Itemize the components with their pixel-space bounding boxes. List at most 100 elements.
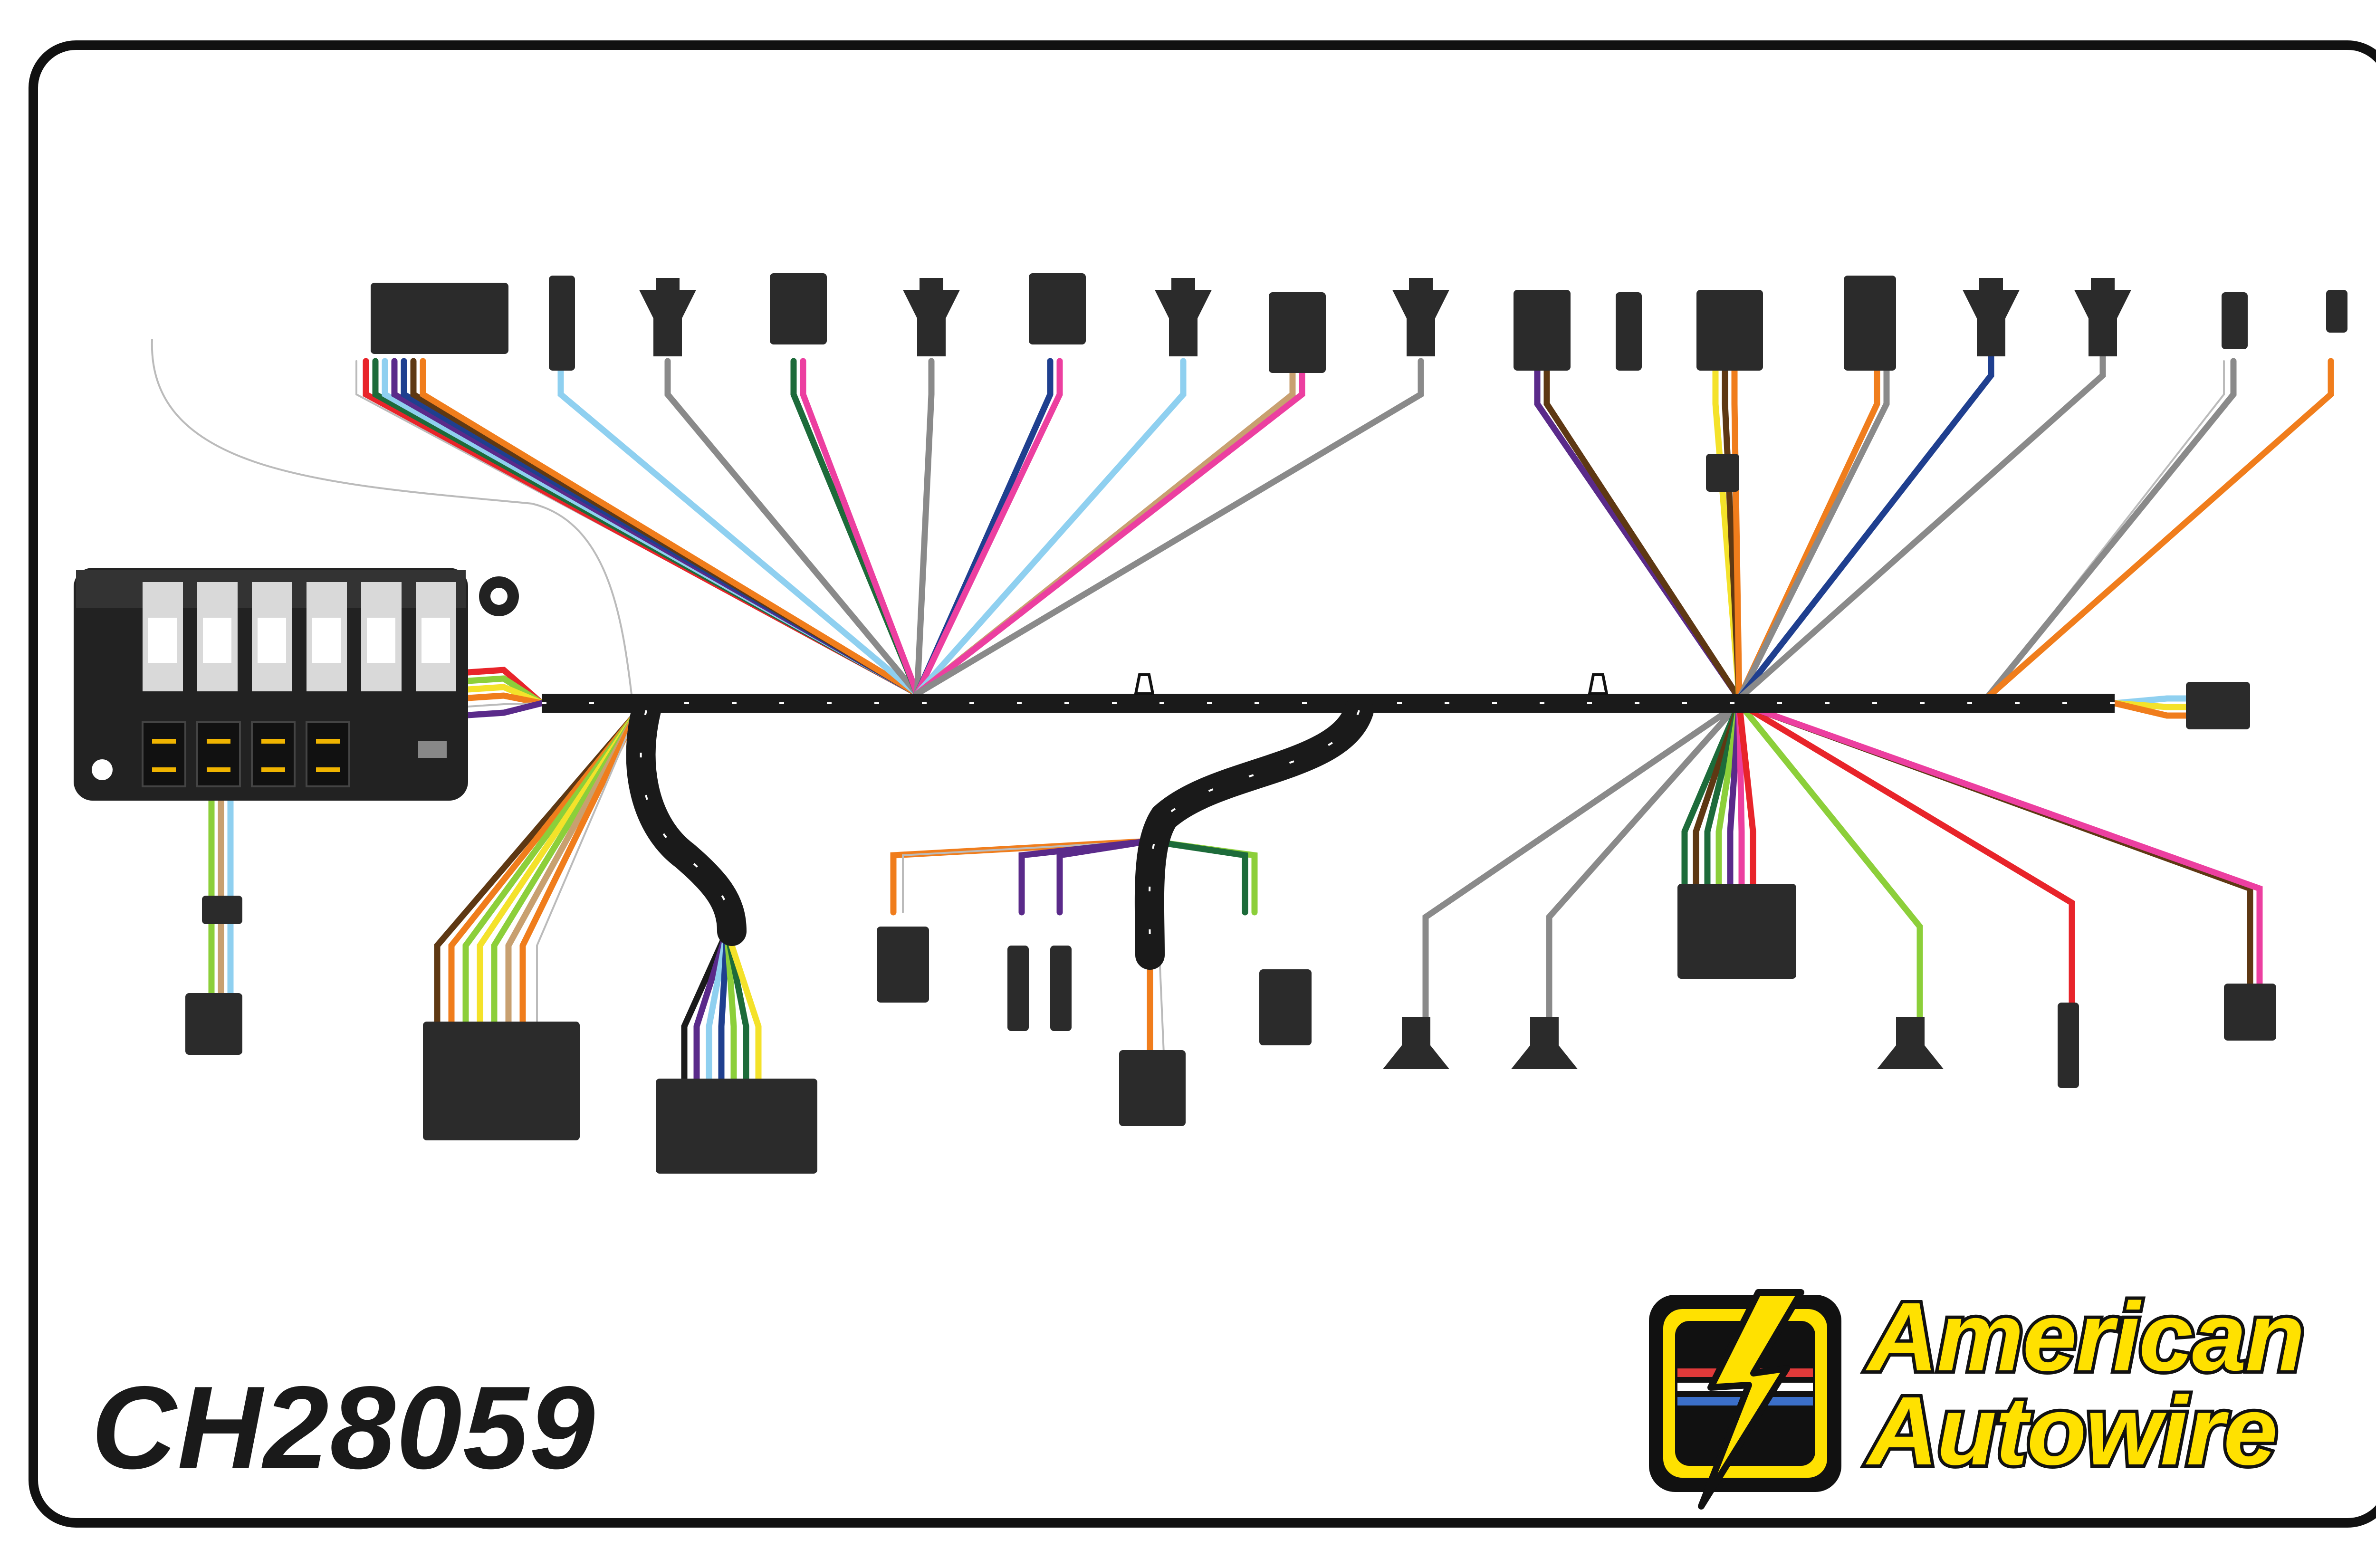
connector-bottom-center-5 — [1259, 969, 1312, 1045]
main-harness-trunk — [542, 694, 2115, 970]
connector-top-8 — [1844, 276, 1896, 371]
connector-top-6 — [1616, 292, 1642, 371]
connector-bottom-center-3 — [1050, 946, 1072, 1031]
wire-top-left — [914, 358, 1187, 697]
connector-top-2 — [770, 273, 827, 344]
wire-bottom-right — [1736, 700, 2075, 1011]
bulb-socket-2-pins — [920, 278, 943, 292]
wire-bottom-left — [434, 709, 640, 1025]
bulb-socket-1-pins — [656, 278, 680, 292]
wire-top-right — [1543, 367, 1743, 702]
wire-bottom-right — [1715, 700, 1743, 887]
bulb-socket-4-pins — [1409, 278, 1433, 292]
bulb-socket-5 — [1963, 290, 2020, 356]
connector-right-end — [2186, 682, 2250, 729]
wire-bottom-left — [724, 928, 749, 1087]
bulb-socket-4 — [1392, 290, 1449, 356]
wire-top-left — [420, 358, 920, 697]
wire-bottom-right — [1704, 700, 1743, 887]
wire-top-right — [1722, 367, 1743, 702]
wire-bottom-right — [1546, 700, 1743, 1025]
bulb-socket-5-pins — [1979, 278, 2003, 292]
bulb-socket-bottom-2 — [1511, 1017, 1578, 1069]
connector-bottom-right-2 — [2224, 984, 2276, 1041]
connector-top-7 — [1696, 290, 1763, 371]
wire-bottom-left — [693, 928, 730, 1087]
wire-bottom-left — [477, 709, 640, 1025]
connector-bottom-left-2 — [656, 1079, 817, 1174]
wire-bottom-right — [1736, 700, 1923, 1034]
wire-bottom-left — [448, 709, 640, 1025]
wire-bottom-center — [1147, 838, 1248, 916]
bulb-socket-1 — [639, 290, 696, 356]
wire-top-left — [800, 358, 920, 697]
bulb-socket-bottom-1 — [1383, 1017, 1449, 1069]
fuse-cavities — [142, 721, 350, 787]
bulb-socket-bottom-3 — [1877, 1017, 1944, 1069]
connector-group — [185, 273, 2347, 1174]
connector-bottom-left-large — [423, 1022, 580, 1140]
wire-bottom-left — [519, 709, 640, 1025]
harness-clip — [1134, 673, 1609, 695]
wire-bottom-center — [902, 840, 1151, 913]
brand-line-2: Autowire — [1864, 1377, 2281, 1485]
wire-top-left — [664, 358, 920, 697]
wire-top-left — [914, 358, 1424, 697]
brand-badge — [1649, 1289, 1841, 1510]
wire-bottom-left — [505, 709, 640, 1025]
wire-top-right — [1712, 367, 1743, 702]
wire-bottom-right — [1736, 700, 1756, 887]
wire-bottom-left — [462, 709, 640, 1025]
wire-bundle — [151, 339, 2334, 1087]
connector-top-4 — [1269, 292, 1326, 373]
wire-bottom-right — [1727, 700, 1743, 887]
brand-wordmark: American Autowire — [1864, 1282, 2308, 1485]
connector-top-blade — [549, 276, 575, 371]
wire-bottom-left — [681, 928, 730, 1087]
brand-line-1: American — [1864, 1282, 2308, 1391]
connector-top-10 — [2326, 290, 2347, 333]
wire-bottom-right — [1422, 700, 1743, 1025]
wire-fuse-side — [465, 692, 545, 707]
lightning-bolt-icon — [1698, 1289, 1804, 1510]
wire-bottom-right — [1736, 700, 1745, 887]
bulb-socket-2 — [903, 290, 960, 356]
wire-top-left — [914, 358, 1063, 697]
bulb-socket-6-pins — [2091, 278, 2115, 292]
wire-bottom-right — [1681, 700, 1743, 887]
wire-bottom-left — [706, 928, 730, 1087]
connector-fuse-lead — [185, 993, 242, 1055]
connector-bottom-center-1 — [877, 927, 929, 1003]
wire-bottom-left — [536, 712, 638, 1023]
fuse-block — [74, 568, 519, 801]
bulb-socket-3 — [1155, 290, 1212, 356]
wire-bottom-left — [718, 928, 730, 1087]
wire-bottom-center — [1159, 954, 1165, 1065]
wire-bottom-left — [491, 709, 640, 1025]
connector-top-multipin — [371, 283, 508, 354]
wire-top-right — [1983, 358, 2237, 702]
connector-bottom-right-blade — [2058, 1003, 2079, 1088]
connector-bottom-center-2 — [1007, 946, 1029, 1031]
wire-bottom-left — [724, 928, 762, 1087]
connector-top-5 — [1514, 290, 1571, 371]
wire-top-right — [1731, 367, 1743, 702]
wire-bottom-right — [1736, 700, 2263, 996]
connector-bottom-center-4 — [1119, 1050, 1186, 1126]
bulb-socket-3-pins — [1171, 278, 1195, 292]
wire-bottom-center — [1056, 838, 1153, 916]
wire-top-left — [914, 358, 935, 697]
connector-top-9 — [2222, 292, 2248, 349]
wire-bottom-right — [1693, 700, 1743, 887]
connector-top-3 — [1029, 273, 1086, 344]
part-number: CH28059 — [91, 1361, 596, 1493]
bulb-socket-6 — [2074, 290, 2131, 356]
wire-fuse-side — [465, 700, 545, 718]
wire-top-left — [557, 358, 920, 697]
splice-sleeve — [1706, 454, 1739, 492]
wire-white-lead — [151, 339, 633, 699]
wire-top-right — [1983, 358, 2334, 702]
wire-bottom-left — [724, 928, 737, 1087]
wire-top-right — [1736, 367, 1890, 702]
